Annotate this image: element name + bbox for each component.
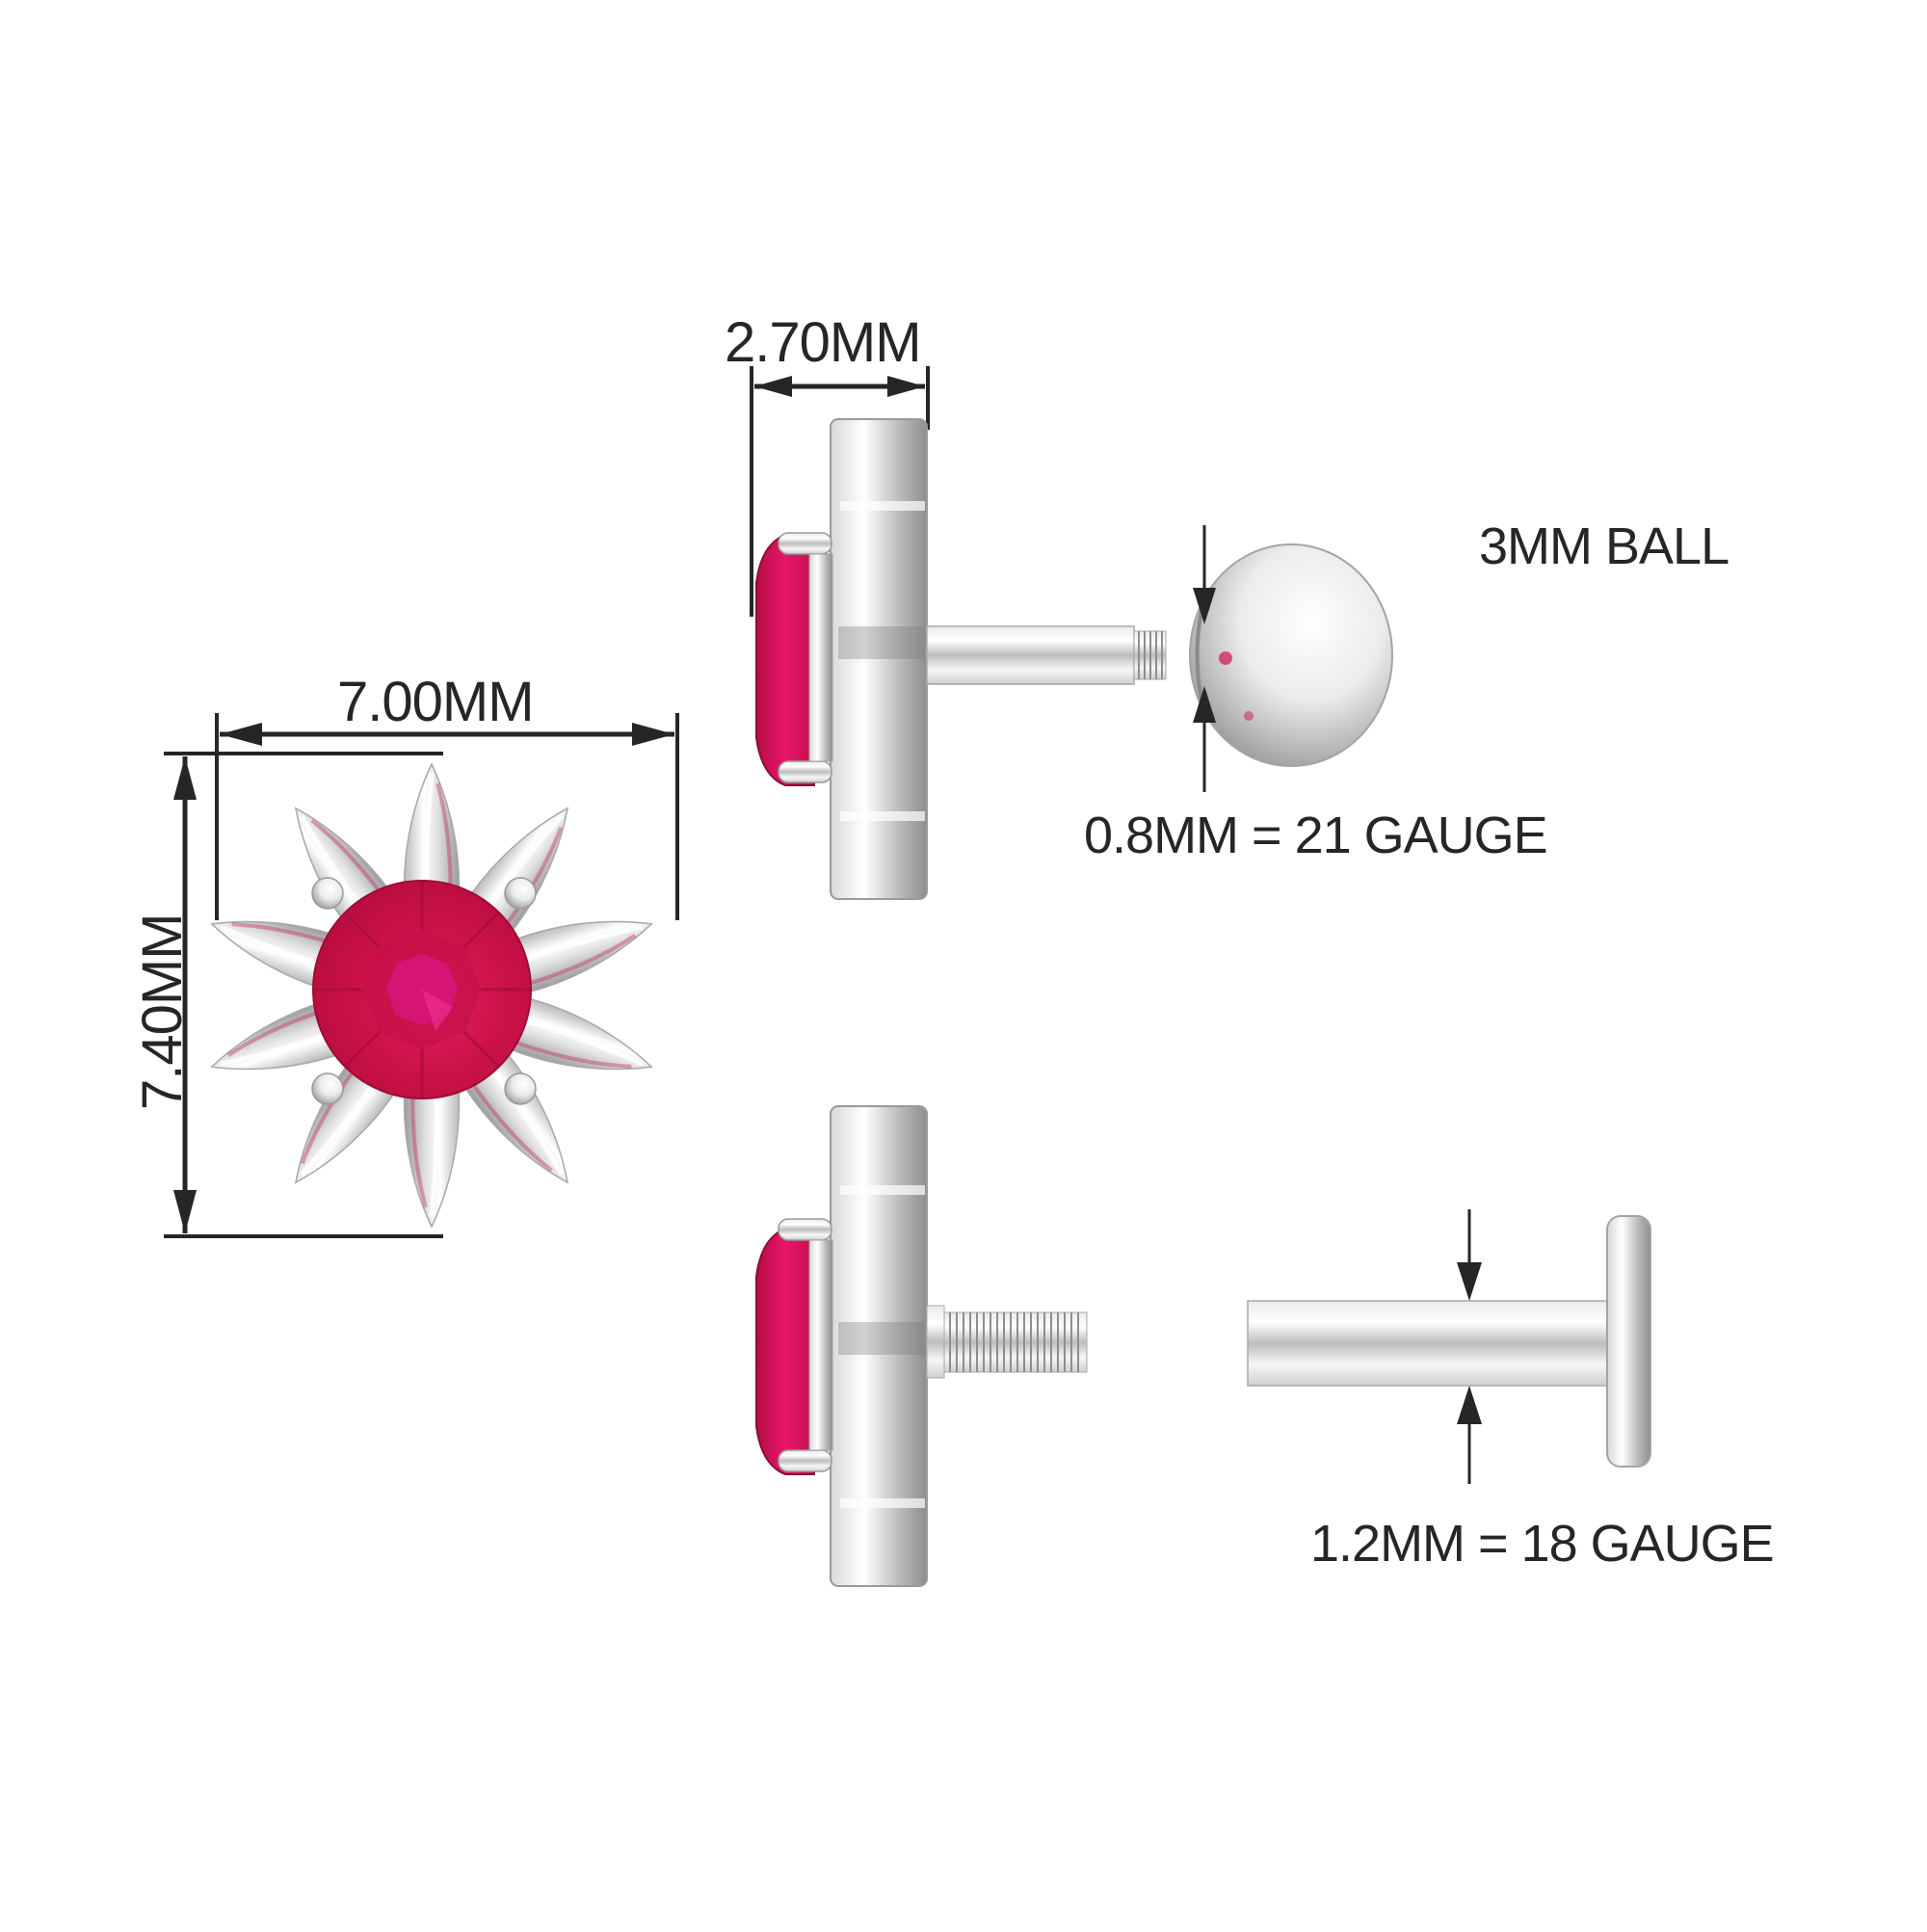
post-thread <box>1133 630 1167 680</box>
ruby-side <box>755 534 815 786</box>
height-label: 7.40MM <box>131 913 194 1110</box>
front-view-flower-stud <box>164 713 679 1238</box>
depth-label: 2.70MM <box>725 311 922 374</box>
gauge-18-dimension-arrows <box>1457 1209 1482 1484</box>
arrow-right-icon <box>887 376 925 397</box>
arrow-left-icon <box>220 723 262 746</box>
ball-back <box>1189 543 1393 767</box>
prongs <box>311 877 537 1105</box>
side-view-flat-back <box>755 1105 1651 1587</box>
height-dimension-line <box>164 752 443 1238</box>
ball-size-label: 3MM BALL <box>1479 517 1729 575</box>
post-18-gauge <box>1247 1300 1610 1387</box>
side-view-ball-back <box>750 366 1393 900</box>
arrow-up-icon <box>1193 686 1216 723</box>
gauge-21-dimension-arrows <box>1193 525 1216 792</box>
ruby-gemstone <box>312 880 532 1099</box>
arrow-down-icon <box>1193 588 1216 624</box>
arrow-left-icon <box>754 376 792 397</box>
arrow-down-icon <box>1457 1262 1482 1301</box>
arrow-right-icon <box>632 723 674 746</box>
post-21-gauge <box>926 625 1135 685</box>
gauge-18-label: 1.2MM = 18 GAUGE <box>1310 1515 1775 1573</box>
arrow-up-icon <box>173 756 197 800</box>
flat-back-disc <box>1606 1215 1651 1468</box>
arrow-down-icon <box>173 1190 197 1233</box>
gauge-21-label: 0.8MM = 21 GAUGE <box>1084 807 1548 864</box>
width-label: 7.00MM <box>337 671 535 733</box>
ruby-side <box>755 1228 815 1475</box>
arrow-up-icon <box>1457 1386 1482 1424</box>
depth-dimension-line <box>750 366 930 617</box>
width-dimension-line <box>215 713 679 920</box>
threaded-screw <box>926 1305 1088 1379</box>
